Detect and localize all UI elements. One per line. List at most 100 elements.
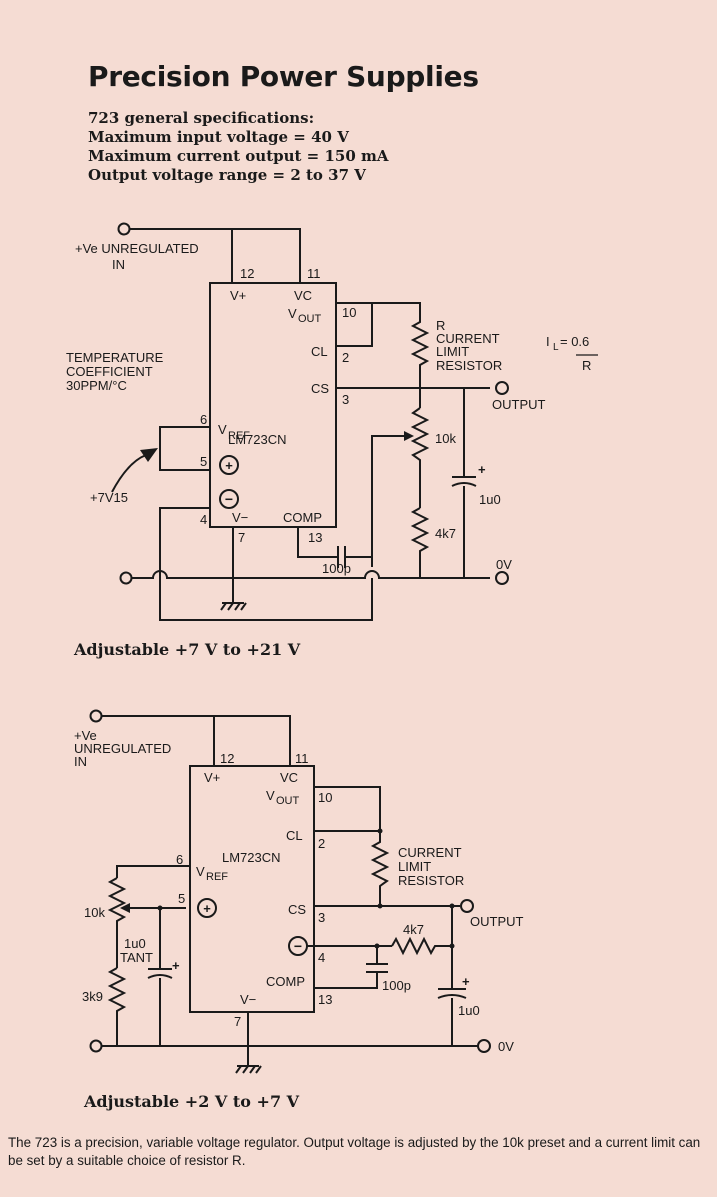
minus-sign: − bbox=[294, 938, 302, 954]
plus-sign: + bbox=[203, 901, 211, 916]
cap-label: 1u0 bbox=[479, 492, 501, 507]
zero-out-terminal bbox=[495, 571, 509, 585]
pot-10k bbox=[410, 407, 430, 508]
cap-label: 1u0 bbox=[458, 1003, 480, 1018]
feedback-resistor bbox=[391, 936, 452, 956]
circuit-2: − + +Ve bbox=[74, 709, 524, 1074]
input-label: IN bbox=[74, 754, 87, 769]
formula: = 0.6 bbox=[560, 334, 589, 349]
pin-name: CS bbox=[288, 902, 306, 917]
input-terminal bbox=[117, 222, 131, 236]
output-label: OUTPUT bbox=[492, 397, 546, 412]
pin-number: 4 bbox=[318, 950, 325, 965]
cap-label: 100p bbox=[322, 561, 351, 576]
chip-name: LM723CN bbox=[228, 432, 287, 447]
zero-terminal bbox=[89, 1039, 103, 1053]
pin-name: V bbox=[196, 864, 205, 879]
resistor-label: CURRENT bbox=[436, 331, 500, 346]
pin-number: 3 bbox=[342, 392, 349, 407]
pin-name: V− bbox=[240, 992, 256, 1007]
pin-name: V+ bbox=[204, 770, 220, 785]
pin-name: VC bbox=[294, 288, 312, 303]
resistor-label: RESISTOR bbox=[398, 873, 464, 888]
pin-number: 2 bbox=[342, 350, 349, 365]
resistor-4k7 bbox=[410, 507, 430, 578]
resistor-label: RESISTOR bbox=[436, 358, 502, 373]
pin-name: V bbox=[288, 306, 297, 321]
current-limit-resistor bbox=[410, 318, 430, 388]
pin-name: V bbox=[218, 422, 227, 437]
input-terminal bbox=[89, 709, 103, 723]
cap-plus: + bbox=[462, 974, 470, 989]
input-label: +Ve UNREGULATED bbox=[75, 241, 199, 256]
circuit-2-caption: Adjustable +2 V to +7 V bbox=[84, 1092, 300, 1111]
formula: I bbox=[546, 334, 550, 349]
resistor-label: CURRENT bbox=[398, 845, 462, 860]
pin-name: CL bbox=[286, 828, 303, 843]
cap-plus: + bbox=[172, 958, 180, 973]
formula: R bbox=[582, 358, 591, 373]
pin-name: CL bbox=[311, 344, 328, 359]
pin-name: CS bbox=[311, 381, 329, 396]
pin-name: VC bbox=[280, 770, 298, 785]
temp-label: COEFFICIENT bbox=[66, 364, 153, 379]
input-label: UNREGULATED bbox=[74, 741, 171, 756]
comp-cap bbox=[366, 963, 388, 973]
minus-sign: − bbox=[225, 491, 233, 507]
temp-label: 30PPM/°C bbox=[66, 378, 127, 393]
spec-line: Output voltage range = 2 to 37 V bbox=[88, 166, 366, 184]
vref-label: +7V15 bbox=[90, 490, 128, 505]
resistor-label: 3k9 bbox=[82, 989, 103, 1004]
spec-line: Maximum input voltage = 40 V bbox=[88, 128, 349, 146]
cap-label: 100p bbox=[382, 978, 411, 993]
pin-number: 10 bbox=[342, 305, 356, 320]
pin-number: 5 bbox=[200, 454, 207, 469]
current-limit-resistor bbox=[370, 831, 390, 906]
specifications: 723 general specifications: Maximum inpu… bbox=[88, 109, 389, 185]
pin-number: 12 bbox=[240, 266, 254, 281]
pin-number: 7 bbox=[238, 530, 245, 545]
pin-name: V− bbox=[232, 510, 248, 525]
pin-number: 5 bbox=[178, 891, 185, 906]
pin-number: 6 bbox=[176, 852, 183, 867]
zero-label: 0V bbox=[496, 557, 512, 572]
pin-number: 13 bbox=[308, 530, 322, 545]
circuit-1-caption: Adjustable +7 V to +21 V bbox=[74, 640, 301, 659]
pot-label: 10k bbox=[435, 431, 456, 446]
pin-name: V+ bbox=[230, 288, 246, 303]
pin-number: 4 bbox=[200, 512, 207, 527]
pin-number: 10 bbox=[318, 790, 332, 805]
pin-number: 13 bbox=[318, 992, 332, 1007]
resistor-label: LIMIT bbox=[398, 859, 431, 874]
pin-number: 12 bbox=[220, 751, 234, 766]
zero-out-terminal bbox=[477, 1039, 491, 1053]
pin-number: 2 bbox=[318, 836, 325, 851]
zero-terminal bbox=[119, 571, 133, 585]
input-label: +Ve bbox=[74, 728, 97, 743]
cap-plus: + bbox=[478, 462, 486, 477]
output-label: OUTPUT bbox=[470, 914, 524, 929]
pin-name-sub: REF bbox=[206, 871, 228, 883]
resistor-label: 4k7 bbox=[435, 526, 456, 541]
pin-number: 7 bbox=[234, 1014, 241, 1029]
pin-name-sub: REF bbox=[228, 430, 250, 442]
pin-name: COMP bbox=[283, 510, 322, 525]
pin-number: 6 bbox=[200, 412, 207, 427]
footnote: The 723 is a precision, variable voltage… bbox=[8, 1135, 701, 1168]
resistor-label: LIMIT bbox=[436, 344, 469, 359]
spec-line: Maximum current output = 150 mA bbox=[88, 147, 389, 165]
resistor-label: R bbox=[436, 318, 445, 333]
circuit-1: + − +Ve UNREGULATED IN TEMPERATURE COEFF… bbox=[66, 222, 598, 621]
output-terminal bbox=[460, 899, 474, 913]
pin-name: V bbox=[266, 788, 275, 803]
pin-number: 3 bbox=[318, 910, 325, 925]
pin-name-sub: OUT bbox=[276, 795, 300, 807]
resistor-3k9 bbox=[107, 967, 127, 1046]
page-title: Precision Power Supplies bbox=[88, 60, 479, 93]
pin-name: COMP bbox=[266, 974, 305, 989]
input-label: IN bbox=[112, 257, 125, 272]
pin-name-sub: OUT bbox=[298, 313, 322, 325]
specs-heading: 723 general specifications: bbox=[88, 109, 315, 127]
ic-body bbox=[189, 765, 315, 1013]
tant-label: 1u0 bbox=[124, 936, 146, 951]
